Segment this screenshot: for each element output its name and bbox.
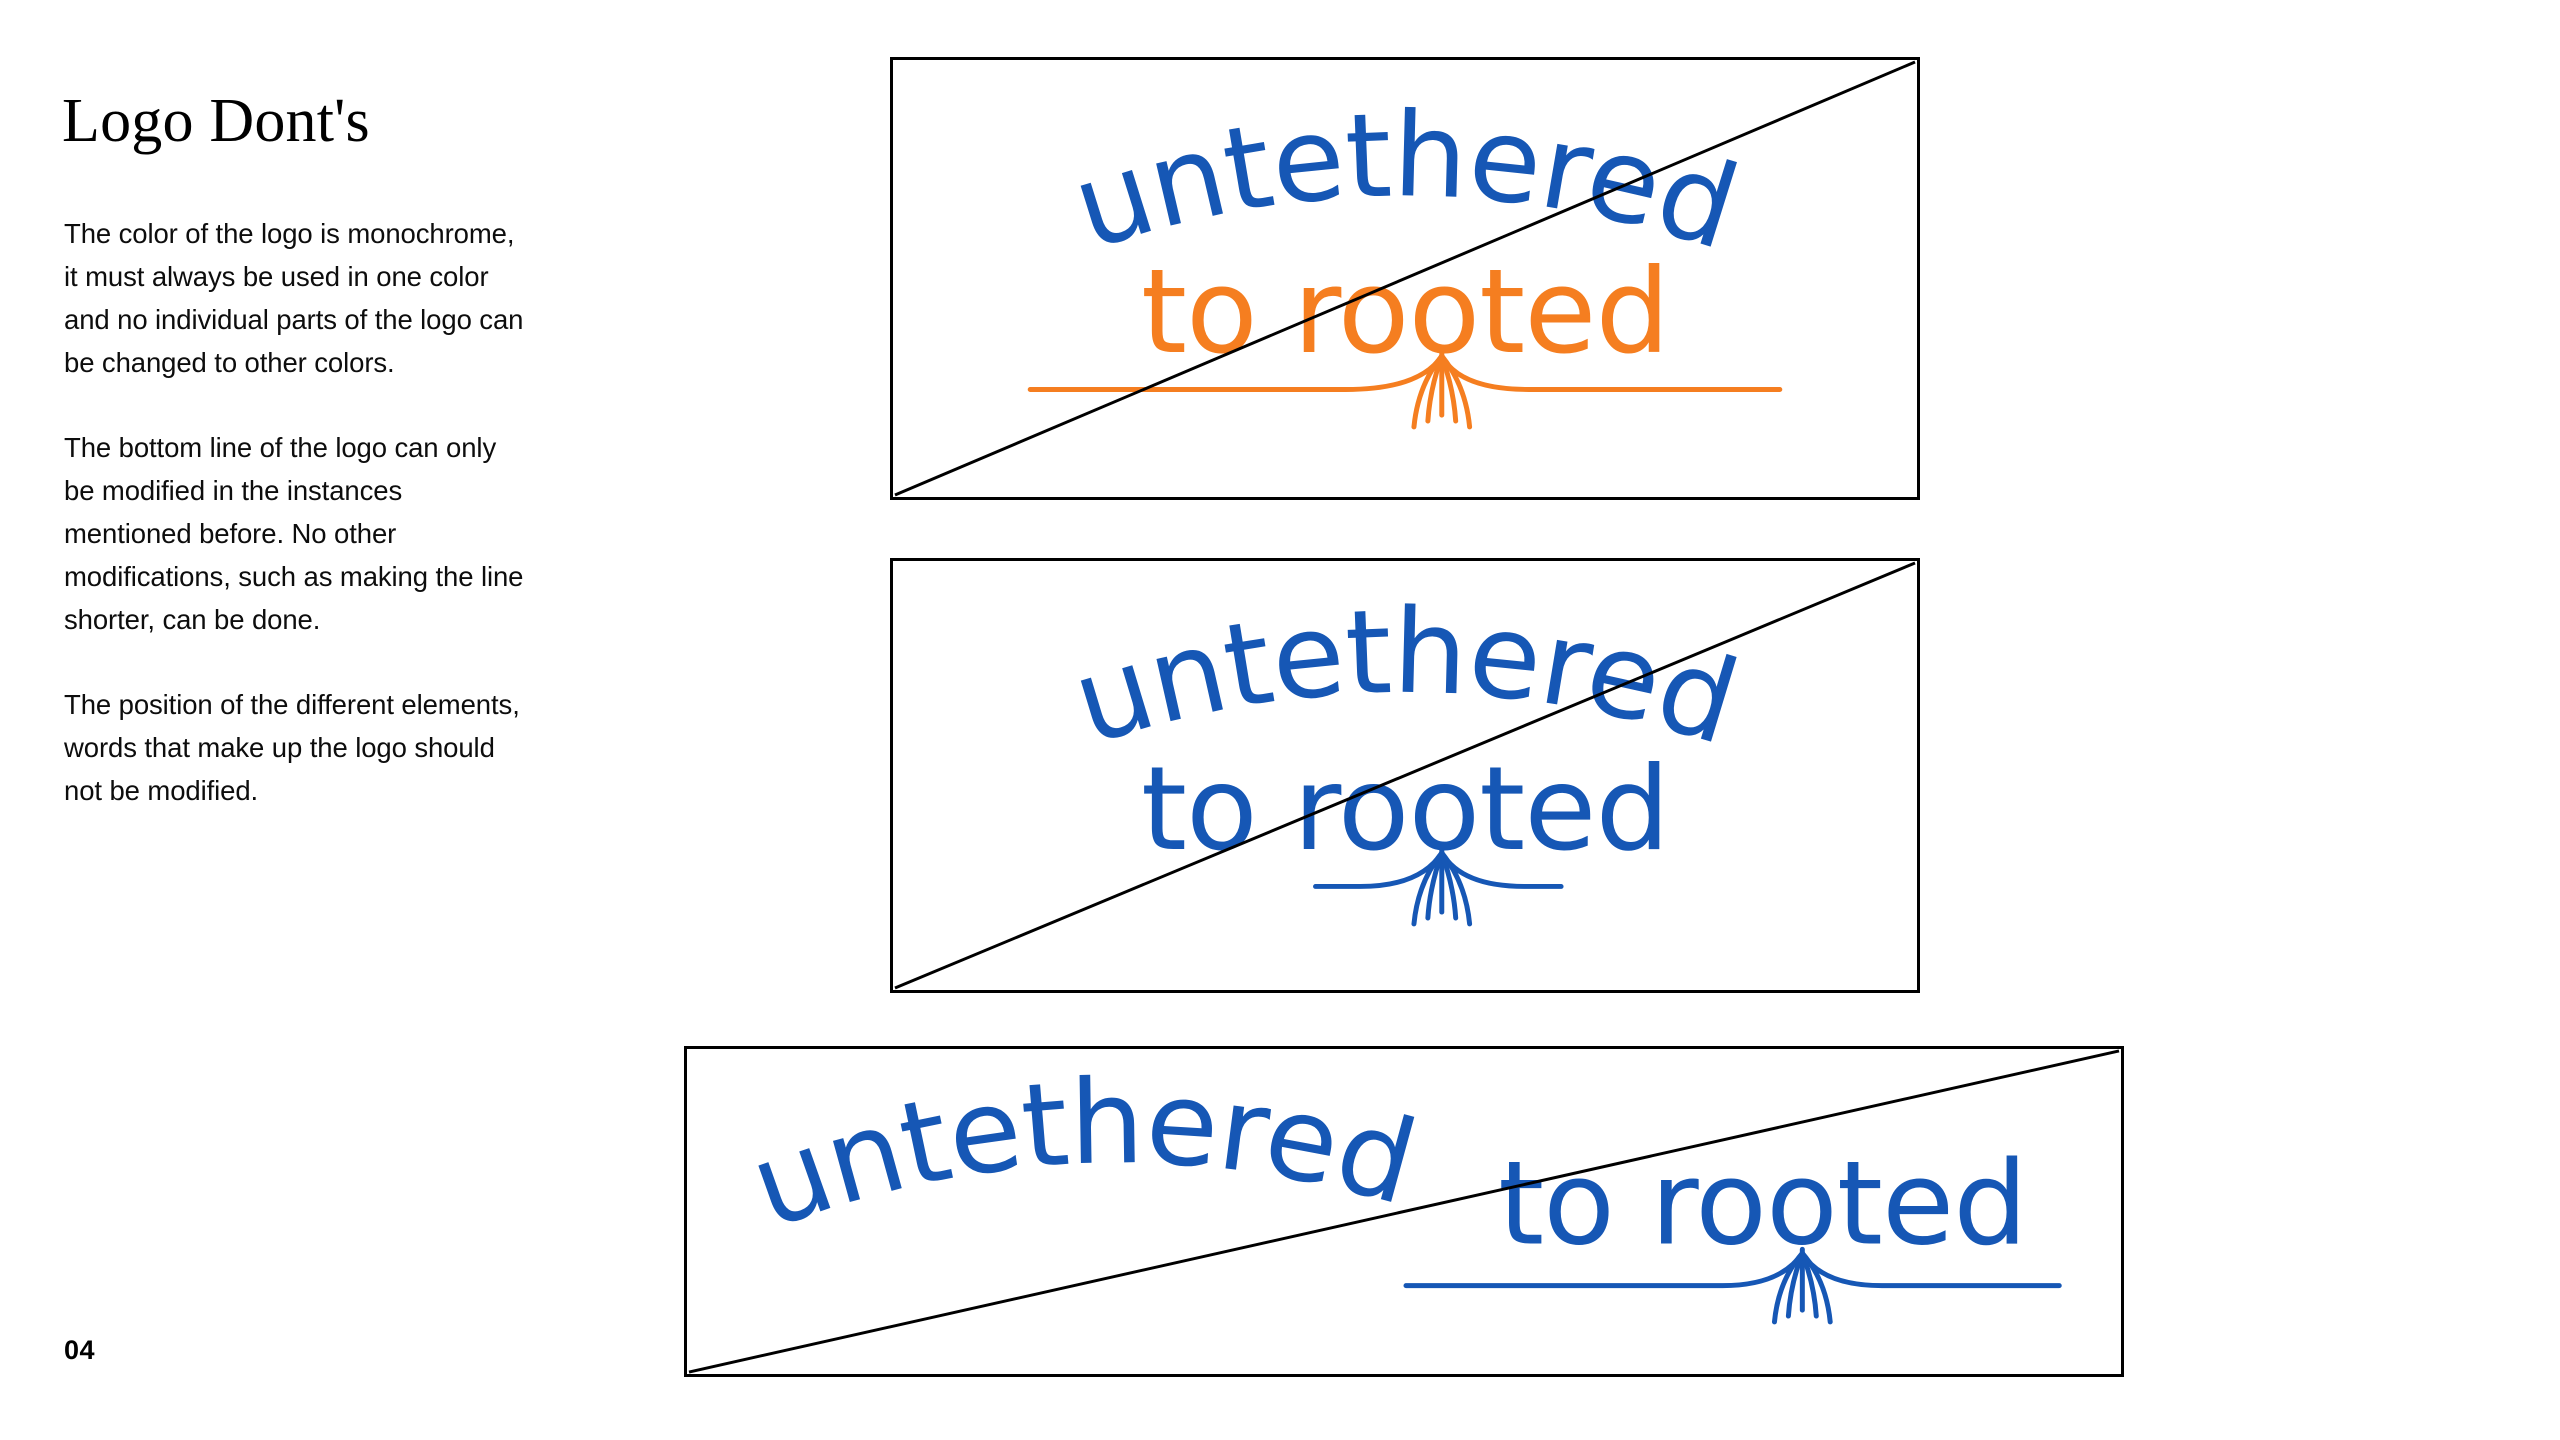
logo-dont-example-two-color: untethered to rooted	[890, 57, 1920, 500]
strike-through-line	[894, 60, 1916, 497]
strike-through-line	[894, 561, 1916, 990]
body-copy: The color of the logo is monochrome, it …	[64, 212, 534, 812]
logo-word-to-rooted: to rooted	[1498, 1136, 2027, 1271]
logo-artwork-short-line: untethered to rooted	[894, 561, 1916, 990]
page-number: 04	[64, 1335, 96, 1365]
logo-word-untethered: untethered	[734, 1055, 1428, 1255]
logo-word-to-rooted: to rooted	[1141, 741, 1669, 876]
body-paragraph-2: The bottom line of the logo can only be …	[64, 432, 524, 635]
body-paragraph-3: The position of the different elements, …	[64, 689, 520, 806]
logo-root-graphic	[1403, 1246, 2062, 1325]
text-column: Logo Dont's The color of the logo is mon…	[62, 0, 562, 1440]
logo-root-graphic-shortened	[1313, 846, 1564, 927]
logo-artwork-repositioned: untethered to rooted	[688, 1049, 2120, 1374]
strike-through-line	[688, 1049, 2120, 1374]
logo-artwork-two-color: untethered to rooted	[894, 60, 1916, 497]
logo-dont-example-repositioned: untethered to rooted	[684, 1046, 2124, 1377]
page-title: Logo Dont's	[62, 86, 370, 155]
body-paragraph-1: The color of the logo is monochrome, it …	[64, 218, 524, 378]
logo-dont-example-short-line: untethered to rooted	[890, 558, 1920, 993]
logo-word-to-rooted: to rooted	[1141, 244, 1669, 379]
logo-root-graphic	[1027, 349, 1783, 430]
